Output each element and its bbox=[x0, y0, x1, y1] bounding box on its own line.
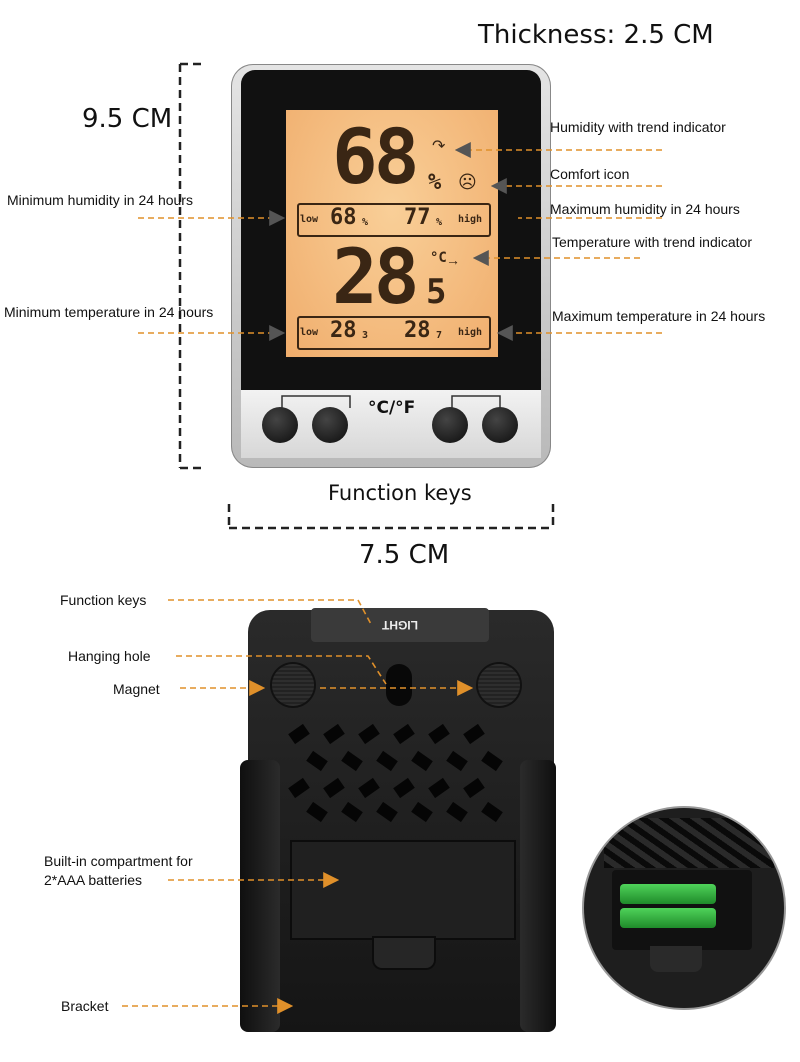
min-humidity-value: 68 bbox=[330, 205, 357, 230]
battery-aaa-1 bbox=[620, 884, 716, 904]
high-humidity-label: high bbox=[458, 214, 483, 225]
callout-magnet: Magnet bbox=[113, 681, 160, 697]
max-humidity-value: 77 bbox=[404, 205, 431, 230]
battery-compartment bbox=[290, 840, 516, 940]
inset-vents bbox=[604, 818, 774, 868]
hanging-hole bbox=[386, 664, 412, 706]
min-temp-value: 28 bbox=[330, 318, 357, 343]
bracket-right-edge bbox=[520, 760, 556, 1032]
min-humidity-percent: % bbox=[362, 217, 369, 228]
unit-toggle-label: °C/°F bbox=[368, 398, 416, 418]
front-button-3[interactable] bbox=[432, 407, 468, 443]
comfort-face-icon: ☹ bbox=[458, 172, 477, 192]
callout-max-humidity: Maximum humidity in 24 hours bbox=[550, 201, 740, 217]
bracket-left-edge bbox=[240, 760, 280, 1032]
temperature-unit: °C bbox=[430, 250, 447, 266]
high-temp-label: high bbox=[458, 327, 483, 338]
humidity-percent: % bbox=[428, 170, 442, 195]
low-temp-label: low bbox=[300, 327, 319, 338]
callout-bracket: Bracket bbox=[61, 998, 109, 1014]
max-temp-value: 28 bbox=[404, 318, 431, 343]
inset-latch bbox=[650, 946, 702, 972]
callout-comfort-icon: Comfort icon bbox=[550, 166, 630, 182]
device-front bbox=[231, 64, 551, 468]
width-label: 7.5 CM bbox=[359, 540, 450, 570]
callout-back-function-keys: Function keys bbox=[60, 592, 147, 608]
battery-aaa-2 bbox=[620, 908, 716, 928]
min-temp-decimal: 3 bbox=[362, 330, 369, 341]
battery-inset-photo bbox=[584, 808, 784, 1008]
magnet-right bbox=[478, 664, 520, 706]
temperature-trend-arrow-icon: → bbox=[446, 252, 460, 268]
front-button-2[interactable] bbox=[312, 407, 348, 443]
humidity-trend-arrow-icon: ↷ bbox=[432, 138, 446, 155]
magnet-left bbox=[272, 664, 314, 706]
callout-battery-line2: 2*AAA batteries bbox=[44, 872, 143, 888]
temperature-value: 28 bbox=[332, 232, 419, 321]
height-label: 9.5 CM bbox=[82, 104, 173, 134]
callout-battery-line1: Built-in compartment for bbox=[44, 853, 193, 869]
humidity-minmax-box bbox=[297, 203, 491, 237]
thickness-label: Thickness: 2.5 CM bbox=[478, 20, 714, 50]
callout-temperature-trend: Temperature with trend indicator bbox=[552, 234, 752, 250]
front-button-1[interactable] bbox=[262, 407, 298, 443]
max-humidity-percent: % bbox=[436, 217, 443, 228]
callout-min-humidity: Minimum humidity in 24 hours bbox=[7, 192, 193, 208]
battery-latch bbox=[372, 936, 436, 970]
temperature-decimal: 5 bbox=[426, 272, 447, 312]
front-button-4[interactable] bbox=[482, 407, 518, 443]
low-humidity-label: low bbox=[300, 214, 319, 225]
callout-hanging-hole: Hanging hole bbox=[68, 648, 151, 664]
callout-max-temperature: Maximum temperature in 24 hours bbox=[552, 308, 766, 324]
max-temp-decimal: 7 bbox=[436, 330, 443, 341]
humidity-value: 68 bbox=[332, 112, 419, 201]
callout-humidity-trend: Humidity with trend indicator bbox=[550, 119, 726, 135]
callout-min-temperature: Minimum temperature in 24 hours bbox=[4, 304, 214, 320]
temp-minmax-box bbox=[297, 316, 491, 350]
function-keys-label: Function keys bbox=[328, 481, 472, 505]
